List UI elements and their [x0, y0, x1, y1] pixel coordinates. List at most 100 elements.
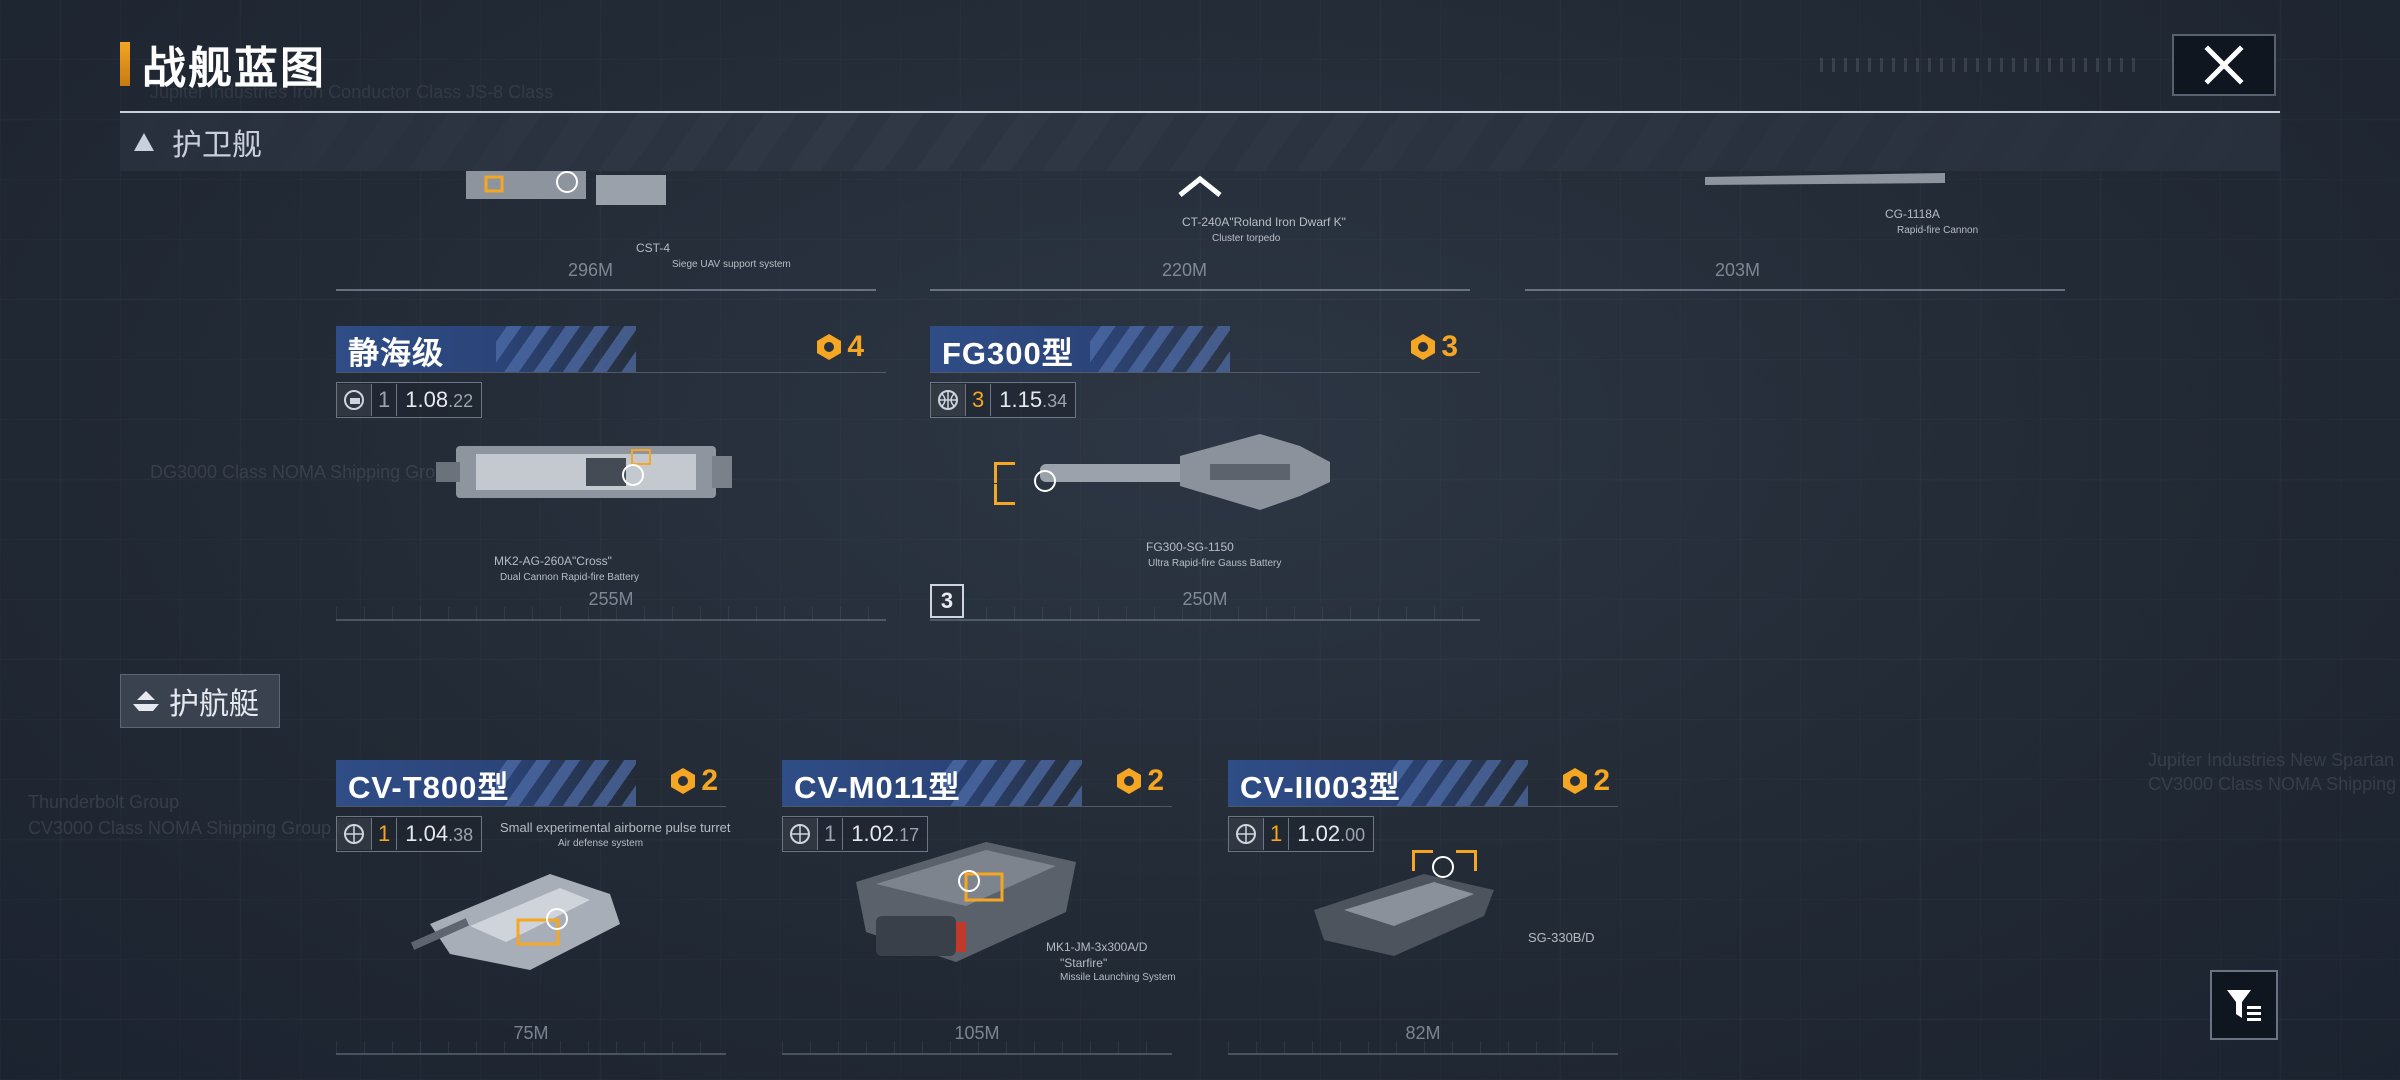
ship-cost: 4	[815, 330, 864, 364]
close-button[interactable]	[2172, 34, 2276, 96]
cost-value: 2	[1593, 764, 1610, 797]
header-divider	[120, 111, 2280, 113]
ship-stats: 1 1.08.22	[336, 382, 483, 418]
ship-cost: 2	[669, 764, 718, 798]
globe-icon	[790, 824, 810, 844]
cost-hex-icon	[671, 768, 696, 794]
filter-icon	[2227, 990, 2261, 1021]
stat-main: 1.02	[851, 821, 895, 846]
ship-level: 3	[965, 384, 992, 416]
ship-cost: 2	[1115, 764, 1164, 798]
cost-value: 4	[847, 330, 864, 363]
callout-label: Small experimental airborne pulse turret	[500, 820, 731, 835]
target-marker	[622, 464, 644, 486]
cost-value: 3	[1441, 330, 1458, 363]
ship-name: CV-II003型	[1240, 770, 1401, 805]
ship-blueprint-icon	[1040, 434, 1330, 510]
bg-ghost-text: CV3000 Class NOMA Shipping Gro	[2148, 774, 2400, 794]
section-label: 护航艇	[169, 688, 259, 721]
bracket-corner	[1412, 850, 1433, 871]
stat-sub: .22	[448, 391, 474, 411]
ship-length: 220M	[1162, 260, 1208, 280]
ship-length: 296M	[568, 260, 614, 280]
callout-label: CG-1118A	[1885, 207, 1940, 221]
cost-hex-icon	[1563, 768, 1588, 794]
close-icon	[2204, 45, 2244, 85]
stat-sub: .34	[1042, 391, 1068, 411]
stat-sub: .38	[448, 825, 474, 845]
partial-ship-card[interactable]: CST-4 Siege UAV support system 296M	[336, 171, 876, 291]
stat-main: 1.15	[999, 387, 1043, 412]
callout-label: CST-4	[636, 241, 671, 255]
callout-sublabel-2: Missile Launching System	[1060, 972, 1176, 983]
category-label: 护卫舰	[172, 129, 262, 162]
page-title: 战舰蓝图	[142, 44, 326, 93]
partial-ship-card[interactable]: CG-1118A Rapid-fire Cannon 203M	[1525, 171, 2065, 291]
chevron-up-icon	[1178, 175, 1222, 197]
target-marker	[958, 870, 980, 892]
callout-sublabel: Ultra Rapid-fire Gauss Battery	[1148, 558, 1282, 569]
ship-length: 105M	[954, 1023, 1000, 1043]
ship-blueprint-icon	[436, 446, 732, 498]
partial-ship-card[interactable]: CT-240A"Roland Iron Dwarf K" Cluster tor…	[930, 171, 1470, 291]
ship-stats: 1 1.02.00	[1228, 816, 1375, 852]
cost-hex-icon	[1117, 768, 1142, 794]
ship-stats: 1 1.02.17	[782, 816, 929, 852]
ship-level: 1	[1263, 818, 1290, 850]
ship-length: 255M	[588, 589, 634, 609]
ship-cost: 2	[1561, 764, 1610, 798]
name-band	[336, 326, 636, 372]
bg-ghost-text: Thunderbolt Group	[28, 792, 180, 812]
stat-main: 1.04	[405, 821, 449, 846]
target-marker	[1432, 856, 1454, 878]
ship-level: 1	[817, 818, 844, 850]
escort-boat-icon	[133, 691, 159, 711]
globe-icon	[344, 824, 364, 844]
name-band	[930, 326, 1230, 372]
target-marker	[546, 908, 568, 930]
callout-label: CT-240A"Roland Iron Dwarf K"	[1182, 215, 1346, 229]
cost-value: 2	[1147, 764, 1164, 797]
ship-name: CV-M011型	[794, 770, 961, 805]
name-band	[1228, 760, 1528, 806]
callout-sublabel: Dual Cannon Rapid-fire Battery	[500, 572, 639, 583]
fleet-type-icon	[344, 390, 364, 410]
ship-card-jinghai[interactable]: 静海级 4 1 1.08.22 MK2-AG-260A"Cross" Dual …	[336, 326, 886, 626]
callout-label: SG-330B/D	[1528, 930, 1595, 945]
bracket-corner	[994, 462, 1015, 483]
filter-button[interactable]	[2210, 970, 2278, 1040]
callout-sublabel: Cluster torpedo	[1212, 233, 1281, 244]
globe-icon	[938, 390, 958, 410]
bg-ghost-text: CV3000 Class NOMA Shipping Group Ltd	[28, 818, 362, 838]
stat-main: 1.02	[1297, 821, 1341, 846]
ship-card-cv-t800[interactable]: CV-T800型 2 1 1.04.38 Small experimental …	[336, 760, 731, 1060]
ship-card-fg300[interactable]: FG300型 3 3 1.15.34 FG300-SG-1150 Ultra R…	[930, 326, 1480, 626]
stat-main: 1.08	[405, 387, 449, 412]
ship-length: 250M	[1182, 589, 1228, 609]
ship-stats: 3 1.15.34	[930, 382, 1077, 418]
category-bar-frigate[interactable]: 护卫舰	[120, 113, 2280, 171]
callout-sublabel: Air defense system	[558, 838, 644, 849]
globe-icon	[1236, 824, 1256, 844]
callout-label: MK1-JM-3x300A/D	[1046, 940, 1148, 954]
callout-label: FG300-SG-1150	[1146, 540, 1234, 554]
name-band	[336, 760, 636, 806]
ship-name: CV-T800型	[348, 770, 510, 805]
count-badge: 3	[930, 584, 964, 618]
ship-card-cv-m011[interactable]: CV-M011型 2 1 1.02.17 MK1-JM-3x300A/D "St…	[782, 760, 1176, 1060]
ship-level: 1	[371, 384, 398, 416]
ship-card-cv-ii003[interactable]: CV-II003型 2 1 1.02.00 SG-330B/D 82M	[1228, 760, 1618, 1060]
ship-length: 75M	[513, 1023, 549, 1043]
target-marker	[1034, 470, 1056, 492]
stat-sub: .00	[1340, 825, 1366, 845]
ship-name: FG300型	[942, 336, 1074, 371]
ship-length: 82M	[1405, 1023, 1441, 1043]
bg-ghost-text: Jupiter Industries New Spartan	[2148, 750, 2395, 770]
ship-name: 静海级	[348, 336, 444, 371]
section-escort[interactable]: 护航艇	[120, 674, 280, 728]
name-band	[782, 760, 1082, 806]
ship-blueprint-icon	[1705, 173, 1945, 185]
bracket-corner	[994, 484, 1015, 505]
header-ticks	[1820, 58, 2140, 72]
callout-sublabel: "Starfire"	[1060, 956, 1108, 970]
